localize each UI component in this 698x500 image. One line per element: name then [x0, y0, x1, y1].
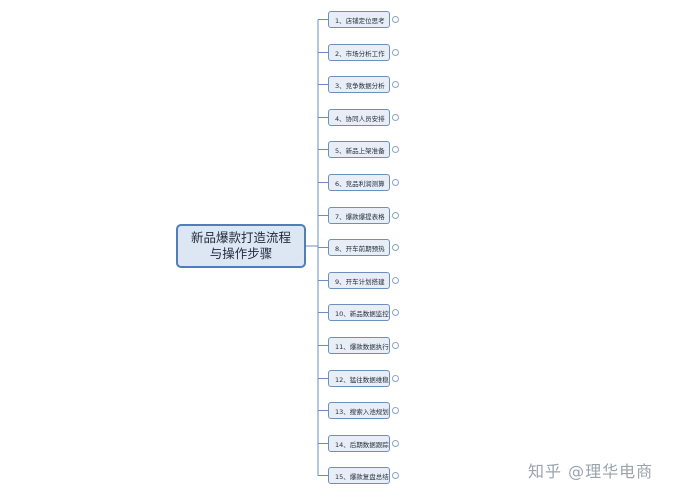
branch-node[interactable]: 14、后期数据跟踪 — [328, 435, 390, 452]
branch-label: 2、市场分析工作 — [335, 49, 385, 58]
branch-node[interactable]: 8、开车前期预热 — [328, 239, 390, 256]
branch-label: 9、开车计划搭建 — [335, 277, 385, 286]
collapse-indicator-icon[interactable] — [392, 309, 399, 316]
branch-label: 15、爆款复盘总结 — [335, 472, 389, 481]
branch-label: 14、后期数据跟踪 — [335, 440, 389, 449]
collapse-indicator-icon[interactable] — [392, 440, 399, 447]
branch-node[interactable]: 12、猛往数据维稳 — [328, 370, 390, 387]
collapse-indicator-icon[interactable] — [392, 244, 399, 251]
branch-node[interactable]: 3、竞争数据分析 — [328, 76, 390, 93]
collapse-indicator-icon[interactable] — [392, 49, 399, 56]
branch-node[interactable]: 2、市场分析工作 — [328, 44, 390, 61]
branch-node[interactable]: 9、开车计划搭建 — [328, 272, 390, 289]
collapse-indicator-icon[interactable] — [392, 212, 399, 219]
branch-label: 6、竞品利润测算 — [335, 179, 385, 188]
branch-label: 13、搜索入池规划 — [335, 407, 389, 416]
branch-label: 7、爆款爆提表格 — [335, 212, 385, 221]
collapse-indicator-icon[interactable] — [392, 114, 399, 121]
watermark: 知乎 @理华电商 — [528, 462, 654, 481]
root-topic-label: 新品爆款打造流程与操作步骤 — [190, 230, 291, 261]
branch-node[interactable]: 5、新品上架准备 — [328, 141, 390, 158]
branch-node[interactable]: 10、新品数据监控 — [328, 304, 390, 321]
branch-label: 11、爆款数据执行 — [335, 342, 389, 351]
collapse-indicator-icon[interactable] — [392, 407, 399, 414]
collapse-indicator-icon[interactable] — [392, 81, 399, 88]
collapse-indicator-icon[interactable] — [392, 16, 399, 23]
branch-label: 4、协同人员安排 — [335, 114, 385, 123]
branch-node[interactable]: 6、竞品利润测算 — [328, 174, 390, 191]
branch-label: 8、开车前期预热 — [335, 244, 385, 253]
root-topic[interactable]: 新品爆款打造流程与操作步骤 — [176, 224, 306, 268]
branch-node[interactable]: 7、爆款爆提表格 — [328, 207, 390, 224]
branch-label: 10、新品数据监控 — [335, 309, 389, 318]
collapse-indicator-icon[interactable] — [392, 342, 399, 349]
branch-node[interactable]: 1、店铺定位思考 — [328, 11, 390, 28]
collapse-indicator-icon[interactable] — [392, 375, 399, 382]
branch-label: 5、新品上架准备 — [335, 146, 385, 155]
branch-label: 1、店铺定位思考 — [335, 16, 385, 25]
branch-label: 12、猛往数据维稳 — [335, 375, 389, 384]
branch-node[interactable]: 11、爆款数据执行 — [328, 337, 390, 354]
collapse-indicator-icon[interactable] — [392, 472, 399, 479]
branch-node[interactable]: 13、搜索入池规划 — [328, 402, 390, 419]
collapse-indicator-icon[interactable] — [392, 277, 399, 284]
collapse-indicator-icon[interactable] — [392, 179, 399, 186]
branch-node[interactable]: 4、协同人员安排 — [328, 109, 390, 126]
branch-label: 3、竞争数据分析 — [335, 81, 385, 90]
collapse-indicator-icon[interactable] — [392, 146, 399, 153]
branch-node[interactable]: 15、爆款复盘总结 — [328, 467, 390, 484]
